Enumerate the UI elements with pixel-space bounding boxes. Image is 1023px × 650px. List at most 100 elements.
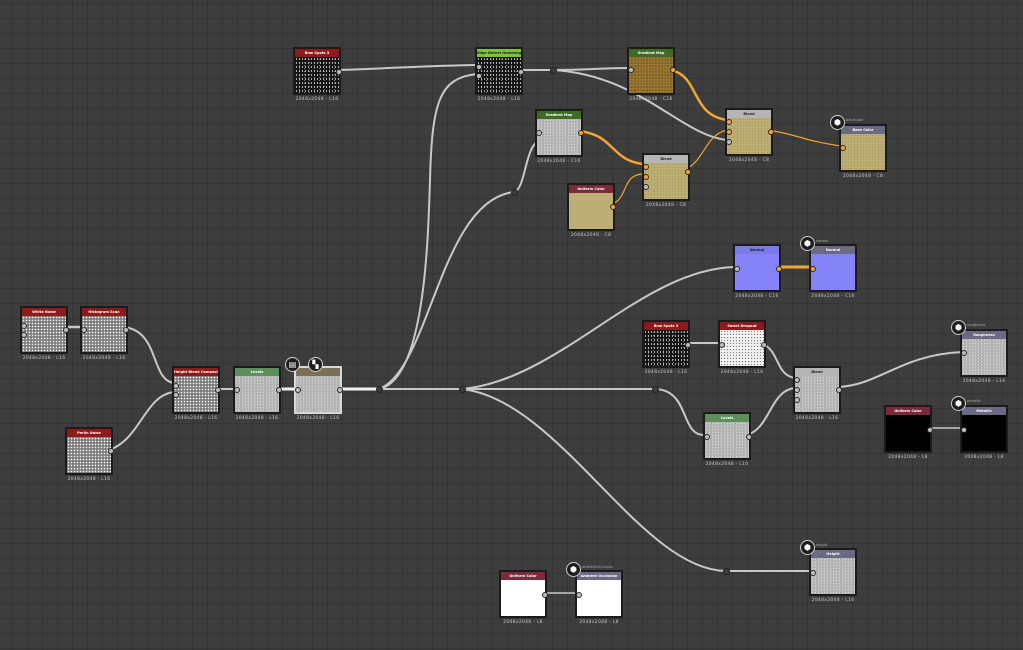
- node-bnw-spots-mid[interactable]: Bnw Spots 3 2048x2048 - L16: [642, 320, 691, 375]
- input-port[interactable]: [726, 139, 732, 145]
- input-port[interactable]: [794, 377, 800, 383]
- output-port[interactable]: [685, 169, 691, 175]
- output-port[interactable]: [746, 434, 752, 440]
- input-port[interactable]: [643, 174, 649, 180]
- input-port[interactable]: [810, 570, 816, 576]
- node-perlin-noise[interactable]: Perlin Noise 2048x2048 - L16: [65, 427, 114, 482]
- node-histogram-scan[interactable]: Histogram Scan 2048x2048 - L16: [80, 306, 129, 361]
- output-port[interactable]: [578, 130, 584, 136]
- reroute-dot[interactable]: [459, 386, 466, 393]
- cube-icon[interactable]: ⬢: [830, 115, 845, 130]
- output-port[interactable]: [215, 387, 221, 393]
- node-uniform-color-sand[interactable]: Uniform Color 2048x2048 - C8: [567, 183, 616, 238]
- output-port[interactable]: [761, 342, 767, 348]
- node-blend-l16[interactable]: Blend 2048x2048 - L16: [793, 366, 842, 421]
- output-port[interactable]: [518, 69, 524, 75]
- output-port[interactable]: [610, 204, 616, 210]
- input-port[interactable]: [643, 164, 649, 170]
- document-icon[interactable]: ▤: [285, 357, 300, 372]
- output-port[interactable]: [685, 342, 691, 348]
- node-gradient-map-mid[interactable]: Gradient Map 2048x2048 - C16: [535, 109, 584, 164]
- input-port[interactable]: [21, 323, 27, 329]
- output-port[interactable]: [542, 592, 548, 598]
- node-title: Histogram Scan: [82, 308, 126, 316]
- node-selected[interactable]: 2048x2048 - L16: [294, 366, 343, 421]
- output-port[interactable]: [768, 129, 774, 135]
- input-port[interactable]: [173, 392, 179, 398]
- node-thumbnail: [82, 316, 126, 352]
- input-port[interactable]: [643, 184, 649, 190]
- node-edge-detect[interactable]: Edge Detect Hamming 2048x2048 - L16: [475, 47, 524, 102]
- cube-icon[interactable]: ⬢: [800, 540, 815, 555]
- input-port[interactable]: [476, 73, 482, 79]
- output-port[interactable]: [336, 69, 342, 75]
- input-port[interactable]: [840, 145, 846, 151]
- node-output-ambient-occlusion[interactable]: Ambient Occlusion 2048x2048 - L8: [575, 570, 623, 625]
- reroute-dot[interactable]: [550, 67, 557, 74]
- input-port[interactable]: [961, 350, 967, 356]
- cube-icon[interactable]: ⬢: [800, 236, 815, 251]
- node-output-metallic[interactable]: Metallic 2048x2048 - L8: [960, 405, 1008, 460]
- node-normal[interactable]: Normal 2048x2048 - C16: [733, 244, 782, 299]
- input-port[interactable]: [961, 427, 967, 433]
- output-port[interactable]: [337, 387, 343, 393]
- node-output-roughness[interactable]: Roughness 2048x2048 - L16: [960, 329, 1008, 384]
- input-port[interactable]: [726, 119, 732, 125]
- node-uniform-color-black[interactable]: Uniform Color 2048x2048 - L8: [884, 405, 933, 460]
- output-port[interactable]: [776, 266, 782, 272]
- node-uniform-color-white[interactable]: Uniform Color 2048x2048 - L8: [499, 570, 548, 625]
- node-output-normal[interactable]: Normal 2048x2048 - C16: [809, 244, 857, 299]
- node-title: Gradient Map: [629, 49, 673, 57]
- input-port[interactable]: [576, 592, 582, 598]
- cube-icon[interactable]: ⬢: [951, 396, 966, 411]
- node-resolution: 2048x2048 - L16: [477, 97, 521, 102]
- input-port[interactable]: [234, 387, 240, 393]
- node-resolution: 2048x2048 - L16: [82, 356, 126, 361]
- input-port[interactable]: [295, 387, 301, 393]
- output-usage: metallic: [967, 399, 981, 403]
- node-thumbnail: [644, 163, 688, 199]
- output-port[interactable]: [123, 327, 129, 333]
- node-levels-a[interactable]: Levels 2048x2048 - L16: [233, 366, 282, 421]
- node-output-height[interactable]: Height 2048x2048 - L16: [809, 548, 857, 603]
- input-port[interactable]: [173, 383, 179, 389]
- reroute-dot[interactable]: [652, 386, 659, 393]
- node-resolution: 2048x2048 - L16: [174, 416, 218, 421]
- node-bnw-spots-top[interactable]: Bnw Spots 3 2048x2048 - L16: [293, 47, 342, 102]
- reroute-dot[interactable]: [376, 386, 383, 393]
- cube-icon[interactable]: ⬢: [951, 320, 966, 335]
- input-port[interactable]: [704, 434, 710, 440]
- input-port[interactable]: [794, 397, 800, 403]
- checker-icon[interactable]: ▚: [308, 357, 323, 372]
- output-port[interactable]: [108, 448, 114, 454]
- input-port[interactable]: [734, 266, 740, 272]
- input-port[interactable]: [719, 342, 725, 348]
- node-resolution: 2048x2048 - L16: [720, 370, 764, 375]
- input-port[interactable]: [810, 266, 816, 272]
- reroute-dot[interactable]: [723, 568, 730, 575]
- node-white-noise[interactable]: White Noise 2048x2048 - L16: [20, 306, 69, 361]
- input-port[interactable]: [81, 327, 87, 333]
- output-port[interactable]: [670, 67, 676, 73]
- node-output-base-color[interactable]: Base Color 2048x2048 - C8: [839, 124, 887, 179]
- node-height-blend[interactable]: Height Blend Composite 2048x2048 - L16: [172, 366, 221, 421]
- node-resolution: 2048x2048 - L8: [503, 620, 543, 625]
- output-port[interactable]: [836, 387, 842, 393]
- output-port[interactable]: [276, 387, 282, 393]
- input-port[interactable]: [21, 332, 27, 338]
- node-gradient-map-top[interactable]: Gradient Map 2048x2048 - C16: [627, 47, 676, 102]
- cube-icon[interactable]: ⬢: [566, 562, 581, 577]
- input-port[interactable]: [536, 130, 542, 136]
- reroute-dot[interactable]: [511, 189, 518, 196]
- node-smart-dropout[interactable]: Smart Dropout 2048x2048 - L16: [718, 320, 767, 375]
- input-port[interactable]: [628, 67, 634, 73]
- node-blend-c8-b[interactable]: Blend 2048x2048 - C8: [642, 153, 691, 208]
- node-blend-c8-a[interactable]: Blend 2048x2048 - C8: [725, 108, 774, 163]
- input-port[interactable]: [726, 129, 732, 135]
- node-levels-b[interactable]: Levels 2048x2048 - L16: [703, 412, 752, 467]
- input-port[interactable]: [794, 387, 800, 393]
- input-port[interactable]: [476, 64, 482, 70]
- output-port[interactable]: [63, 327, 69, 333]
- output-port[interactable]: [927, 427, 933, 433]
